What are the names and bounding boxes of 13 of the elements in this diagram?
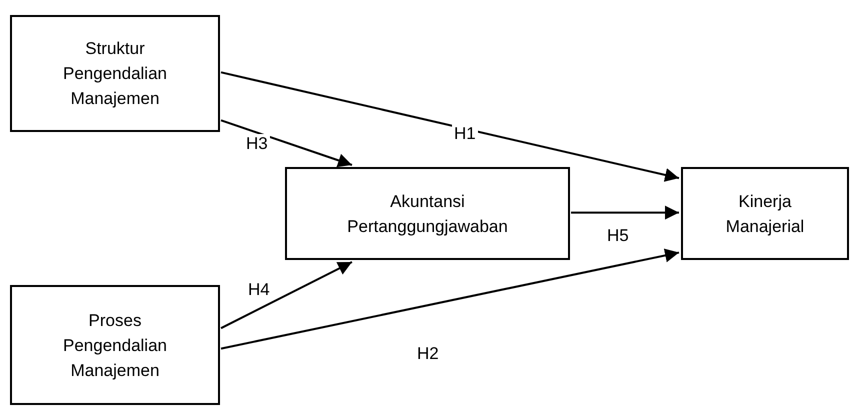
variable-name: Struktur Pengendalian Manajemen	[62, 38, 168, 110]
variable-name: Akuntansi Pertanggungjawaban	[346, 190, 509, 238]
arrow	[220, 248, 680, 350]
variable-box	[285, 167, 570, 260]
arrow	[220, 261, 352, 330]
variable-name: Proses Pengendalian Manajemen	[62, 310, 168, 382]
arrow	[220, 71, 680, 182]
arrow	[571, 206, 679, 220]
variable-box	[10, 15, 220, 132]
variable-box	[681, 167, 849, 260]
variable-box	[10, 285, 220, 405]
variable-name: Kinerja Manajerial	[724, 190, 806, 238]
arrow	[220, 119, 352, 168]
